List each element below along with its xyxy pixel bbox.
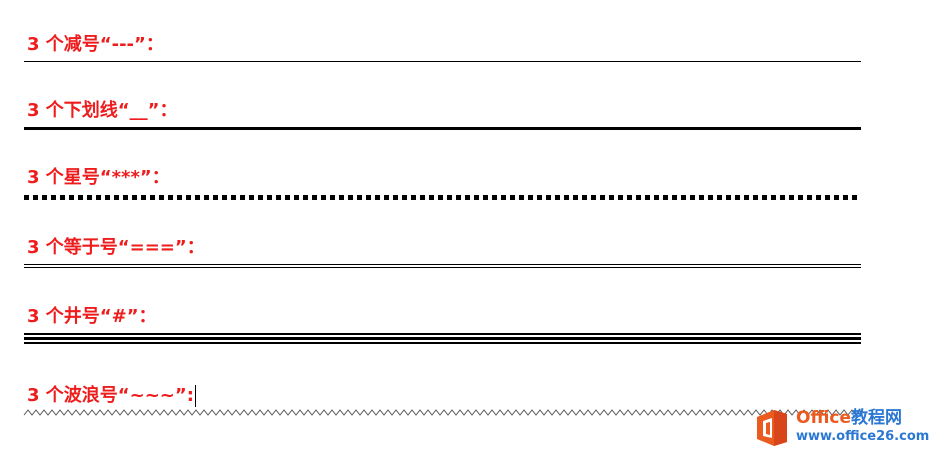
rule-label: 3 个下划线“__”： xyxy=(27,100,178,121)
single-thin-rule xyxy=(24,61,861,62)
office-tutorial-watermark: Office教程网 www.office26.com xyxy=(754,407,929,449)
rule-label-text: 3 个波浪号“~~~”: xyxy=(27,385,194,406)
watermark-title-office: Office xyxy=(796,408,852,428)
triple-rule xyxy=(24,333,861,345)
single-thick-rule xyxy=(24,127,861,130)
text-cursor xyxy=(194,385,196,407)
dotted-rule xyxy=(24,195,861,200)
rule-label: 3 个波浪号“~~~”: xyxy=(27,385,196,407)
watermark-title: Office教程网 xyxy=(796,408,902,428)
rule-label: 3 个井号“#”： xyxy=(27,306,157,327)
rule-label: 3 个等于号“===”： xyxy=(27,237,205,258)
watermark-title-cn: 教程网 xyxy=(851,408,903,428)
wavy-rule xyxy=(23,408,862,416)
watermark-url: www.office26.com xyxy=(796,429,929,444)
rule-label: 3 个减号“---”： xyxy=(27,34,164,55)
office-logo-icon xyxy=(757,410,787,446)
double-rule xyxy=(24,264,861,268)
rule-label: 3 个星号“***”： xyxy=(27,167,170,188)
